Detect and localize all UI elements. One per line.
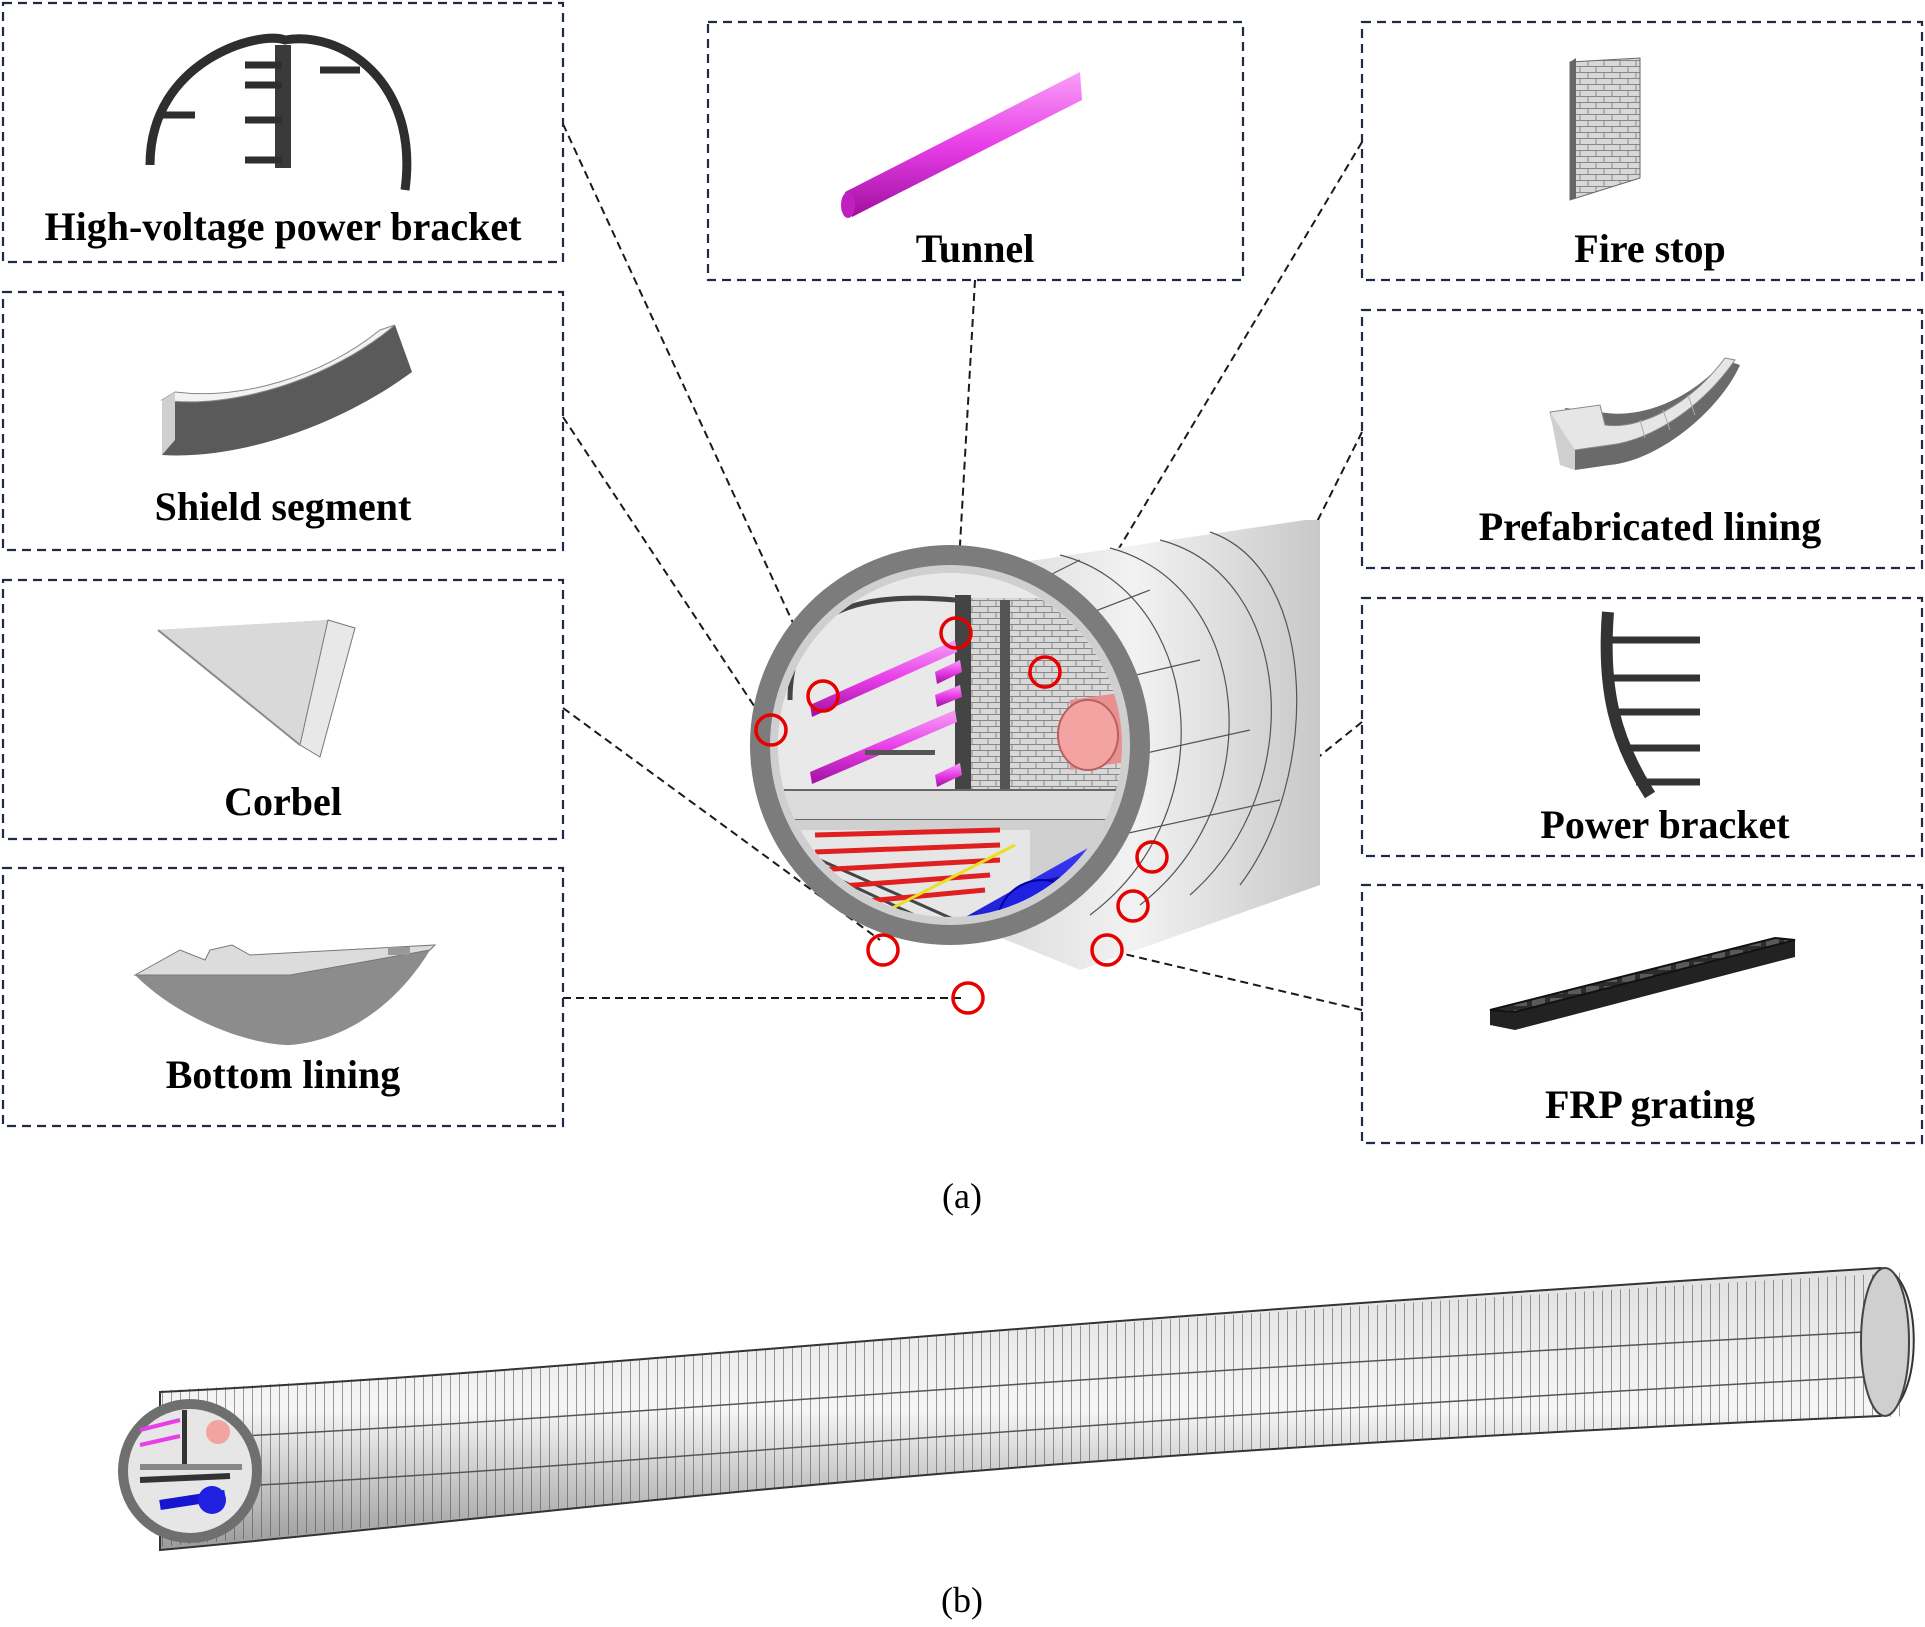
label-shield-segment: Shield segment: [155, 484, 412, 529]
label-corbel: Corbel: [224, 779, 342, 824]
component-box-frp-grating: FRP grating: [1360, 883, 1924, 1145]
component-box-bottom-lining: Bottom lining: [1, 866, 565, 1128]
panel-a-label: (a): [942, 1176, 982, 1216]
leader-shield-segment: [562, 416, 771, 731]
high-voltage-power-bracket-icon: [145, 33, 412, 191]
tunnel-cross-section: [750, 520, 1320, 1015]
prefabricated-lining-icon: [1549, 357, 1740, 470]
component-box-prefabricated-lining: Prefabricated lining: [1360, 308, 1924, 570]
component-box-high-voltage-power-bracket: High-voltage power bracket: [1, 1, 565, 264]
corbel-icon: [157, 619, 356, 758]
frp-grating-icon: [1489, 936, 1796, 1030]
label-bottom-lining: Bottom lining: [166, 1052, 400, 1097]
label-high-voltage-power-bracket: High-voltage power bracket: [45, 204, 523, 249]
bottom-lining-icon: [133, 944, 437, 1045]
highlight-circles: [754, 616, 1169, 1015]
label-fire-stop: Fire stop: [1574, 226, 1725, 271]
long-tunnel-view: [118, 1266, 1915, 1552]
power-bracket-icon: [1600, 611, 1700, 799]
fire-stop-icon: [1569, 57, 1641, 201]
leader-high-voltage-power-bracket: [562, 123, 824, 689]
label-power-bracket: Power bracket: [1540, 802, 1790, 847]
label-tunnel: Tunnel: [916, 226, 1035, 271]
component-box-tunnel: Tunnel: [706, 20, 1245, 282]
leader-tunnel: [954, 279, 976, 634]
label-frp-grating: FRP grating: [1545, 1082, 1755, 1127]
component-box-corbel: Corbel: [1, 578, 565, 841]
label-prefabricated-lining: Prefabricated lining: [1479, 504, 1822, 549]
component-box-power-bracket: Power bracket: [1360, 596, 1924, 858]
component-box-shield-segment: Shield segment: [1, 290, 565, 552]
component-box-fire-stop: Fire stop: [1360, 20, 1924, 282]
shield-segment-icon: [160, 324, 412, 456]
panel-b-label: (b): [941, 1580, 983, 1620]
leader-frp-grating: [1106, 949, 1363, 1011]
tunnel-pipe-icon: [841, 72, 1082, 218]
